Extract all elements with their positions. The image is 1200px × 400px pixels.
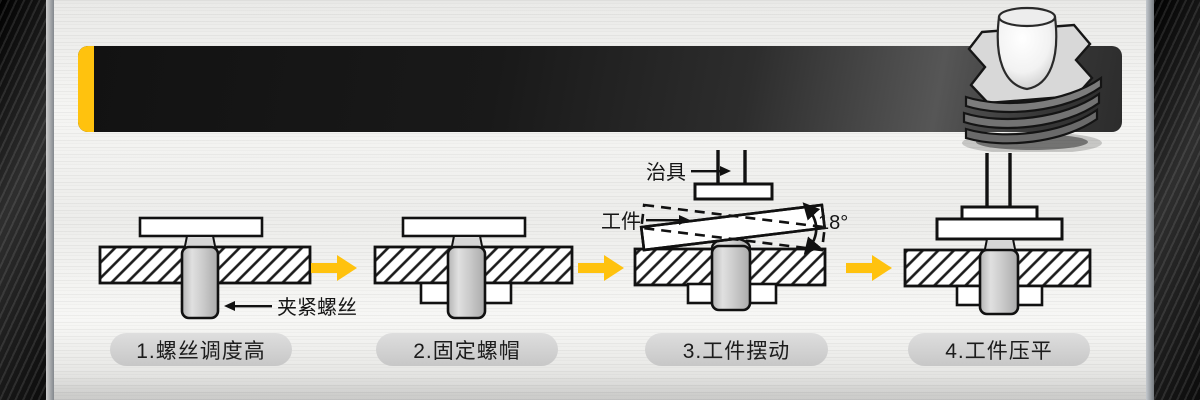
clamp-screw-label: 夹紧螺丝 [277, 297, 357, 319]
jig-callout: 治具 [646, 156, 731, 185]
right-dark-edge-band [1154, 0, 1200, 400]
flow-arrow-icon [311, 255, 357, 281]
step1-diagram [98, 216, 312, 320]
step4-label-pill: 4.工件压平 [908, 333, 1090, 366]
step4-diagram [903, 153, 1092, 316]
swing-angle-arc [802, 202, 822, 255]
left-dark-edge-band [0, 0, 46, 400]
step4-label: 4.工件压平 [945, 339, 1053, 363]
workpiece-bar-pressed [935, 217, 1064, 241]
step1-label-pill: 1.螺丝调度高 [110, 333, 292, 366]
step1-label: 1.螺丝调度高 [136, 339, 266, 363]
workpiece-bar [401, 216, 527, 238]
swing-workpiece-solid-outline [639, 203, 827, 252]
step2-label-pill: 2.固定螺帽 [376, 333, 558, 366]
workpiece-callout: 工件 [601, 205, 690, 234]
left-arrow-icon [224, 300, 272, 311]
clamp-screw [710, 244, 752, 312]
step3-diagram [633, 150, 827, 312]
workpiece-bar [138, 216, 264, 238]
step2-label: 2.固定螺帽 [413, 339, 521, 363]
step2-diagram [373, 216, 574, 320]
jig-base [693, 182, 774, 201]
clamp-screw [978, 248, 1020, 316]
jig-label: 治具 [646, 162, 686, 184]
banner-yellow-accent [78, 46, 94, 132]
left-metal-strip [46, 0, 54, 400]
set-screw-3d-illustration [962, 6, 1103, 152]
screw-ball-top [996, 15, 1058, 91]
step3-label: 3.工件摆动 [682, 339, 791, 363]
right-arrow-icon [691, 165, 731, 176]
workpiece-label: 工件 [601, 211, 641, 233]
clamp-screw [180, 245, 220, 320]
title-banner [78, 46, 1122, 132]
right-arrow-icon [646, 214, 690, 225]
swing-angle-value: 18° [818, 212, 849, 234]
clamp-screw [446, 245, 487, 320]
step3-label-pill: 3.工件摆动 [645, 333, 828, 366]
clamp-screw-callout: 夹紧螺丝 [224, 291, 357, 320]
right-metal-strip [1146, 0, 1154, 400]
flow-arrow-icon [846, 255, 892, 281]
flow-arrow-icon [578, 255, 624, 281]
